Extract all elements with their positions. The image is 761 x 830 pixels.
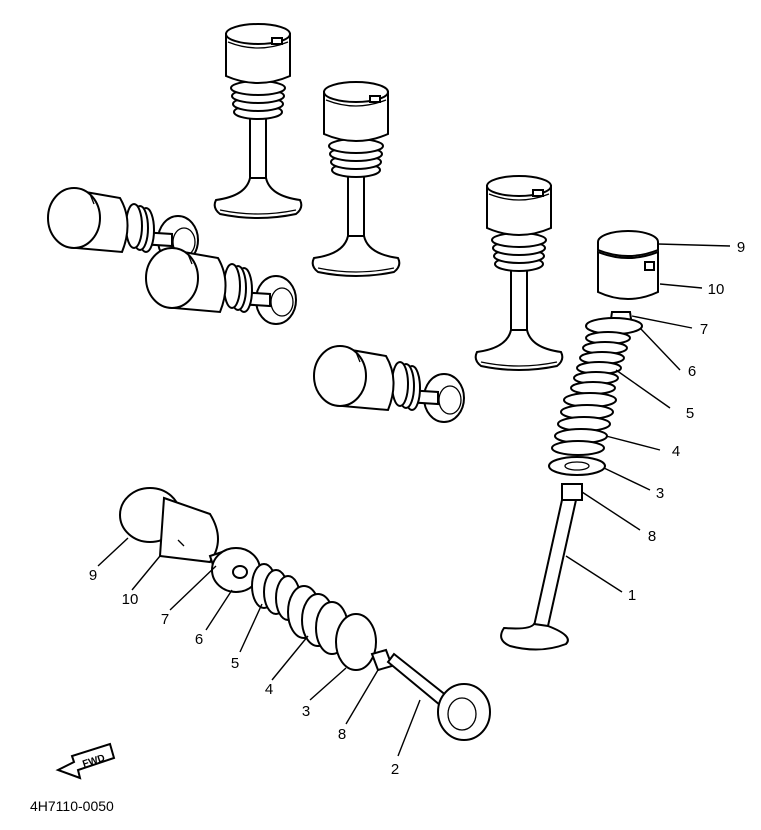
callout-left-10: 10 <box>122 591 139 608</box>
valve-assembly-top-center <box>311 81 401 277</box>
valve-assembly-top-left <box>213 23 303 219</box>
callout-lines-right <box>565 243 731 593</box>
callout-right-8: 8 <box>648 528 656 545</box>
outer-spring <box>551 392 617 456</box>
valve-assembly-center-right <box>474 175 564 371</box>
callout-left-7: 7 <box>161 611 169 628</box>
valve-assembly-tilted-left-front <box>145 247 297 325</box>
callout-right-7: 7 <box>700 321 708 338</box>
valve-assembly-tilted-center <box>313 345 465 423</box>
callout-right-4: 4 <box>672 443 680 460</box>
exploded-view-right <box>500 230 659 651</box>
callout-left-6: 6 <box>195 631 203 648</box>
exploded-view-left <box>119 487 491 741</box>
callout-left-5: 5 <box>231 655 239 672</box>
callout-left-2: 2 <box>391 761 399 778</box>
callout-right-3: 3 <box>656 485 664 502</box>
callout-left-3: 3 <box>302 703 310 720</box>
callout-left-4: 4 <box>265 681 273 698</box>
callout-right-5: 5 <box>686 405 694 422</box>
callout-right-6: 6 <box>688 363 696 380</box>
callout-left-9: 9 <box>89 567 97 584</box>
callout-right-10: 10 <box>708 281 725 298</box>
callout-lines-left <box>97 537 421 757</box>
callout-right-9: 9 <box>737 239 745 256</box>
callout-left-8: 8 <box>338 726 346 743</box>
fwd-arrow-icon: FWD <box>55 742 116 780</box>
callout-right-1: 1 <box>628 587 636 604</box>
part-code: 4H7110-0050 <box>30 798 114 814</box>
inner-spring <box>570 331 631 395</box>
